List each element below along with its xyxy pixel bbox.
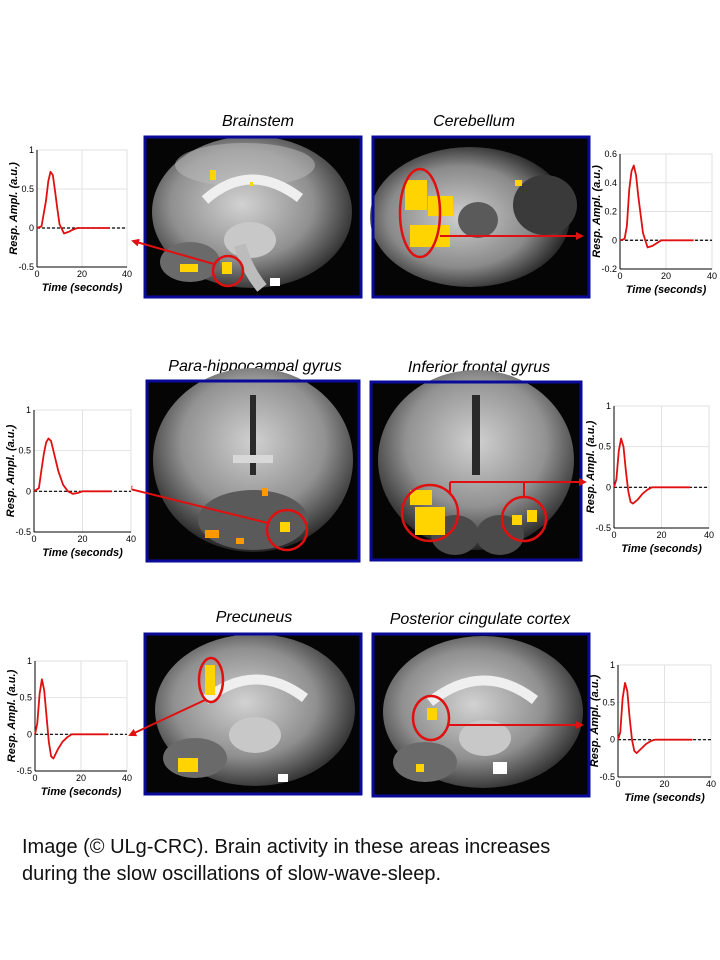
response-curve-line (617, 682, 693, 754)
y-axis-label: Resp. Ampl. (a.u.) (591, 165, 603, 258)
x-tick-label: 0 (617, 271, 622, 281)
y-tick-label: -0.5 (599, 772, 615, 782)
x-axis-label: Time (seconds) (624, 792, 705, 804)
x-tick-label: 20 (661, 271, 671, 281)
caption-line: during the slow oscillations of slow-wav… (22, 863, 442, 885)
highlight-ellipse (211, 254, 245, 288)
x-tick-label: 40 (704, 530, 714, 540)
y-axis-label: Resp. Ampl. (a.u.) (5, 424, 17, 517)
brain-scan-parahippocampal (145, 368, 361, 563)
brain-scan-brainstem (143, 135, 363, 299)
y-axis-label: Resp. Ampl. (a.u.) (585, 420, 597, 513)
x-tick-label: 40 (707, 271, 717, 281)
y-axis-label: Resp. Ampl. (a.u.) (6, 669, 18, 762)
y-tick-label: -0.5 (595, 523, 611, 533)
y-tick-label: -0.5 (16, 766, 32, 776)
response-curve-line (34, 678, 109, 760)
y-tick-label: 0.6 (604, 149, 617, 159)
x-tick-label: 40 (126, 534, 136, 544)
x-tick-label: 20 (77, 534, 87, 544)
x-tick-label: 20 (76, 773, 86, 783)
brain-scan-posterior-cingulate (371, 632, 591, 798)
y-tick-label: 0.5 (598, 442, 611, 452)
y-axis-label: Resp. Ampl. (a.u.) (8, 162, 20, 255)
y-tick-label: 0.5 (602, 697, 615, 707)
y-tick-label: 0.5 (18, 446, 31, 456)
region-title: Para-hippocampal gyrus (168, 358, 341, 375)
y-tick-label: 1 (27, 656, 32, 666)
x-tick-label: 20 (77, 269, 87, 279)
figure-caption: Image (© ULg-CRC). Brain activity in the… (22, 834, 702, 888)
y-tick-label: -0.2 (601, 264, 617, 274)
y-tick-label: 0 (606, 482, 611, 492)
brain-scan-precuneus (143, 632, 363, 796)
y-tick-label: -0.5 (18, 262, 34, 272)
highlight-ellipse (411, 694, 451, 742)
highlight-ellipse (197, 656, 225, 704)
y-tick-label: 1 (610, 660, 615, 670)
x-tick-label: 0 (31, 534, 36, 544)
y-tick-label: -0.5 (15, 527, 31, 537)
connector-arrow (128, 699, 206, 737)
brain-scan-cerebellum (370, 135, 591, 299)
x-axis-label: Time (seconds) (41, 786, 122, 798)
y-tick-label: 0 (26, 486, 31, 496)
x-axis-label: Time (seconds) (42, 547, 123, 559)
x-tick-label: 0 (34, 269, 39, 279)
y-tick-label: 0 (29, 223, 34, 233)
y-axis-label: Resp. Ampl. (a.u.) (589, 674, 601, 767)
region-title: Brainstem (222, 113, 294, 130)
connector-arrow (131, 238, 215, 265)
x-tick-label: 40 (122, 269, 132, 279)
y-tick-label: 0.5 (19, 693, 32, 703)
y-tick-label: 0.5 (21, 184, 34, 194)
connector-arrow (124, 485, 269, 524)
caption-line: Image (© ULg-CRC). Brain activity in the… (22, 836, 551, 858)
x-tick-label: 40 (122, 773, 132, 783)
response-curve-line (613, 437, 690, 505)
response-curve-line (619, 164, 694, 249)
region-title: Posterior cingulate cortex (390, 611, 572, 628)
x-axis-label: Time (seconds) (621, 543, 702, 555)
response-curve-line (33, 437, 112, 495)
x-tick-label: 0 (611, 530, 616, 540)
region-title: Inferior frontal gyrus (408, 359, 550, 376)
highlight-ellipse (398, 167, 442, 259)
x-axis-label: Time (seconds) (626, 284, 707, 296)
region-title: Cerebellum (433, 113, 515, 130)
y-tick-label: 1 (29, 145, 34, 155)
y-tick-label: 1 (26, 405, 31, 415)
response-curve-line (36, 170, 109, 235)
region-title: Precuneus (216, 609, 293, 626)
y-tick-label: 0 (612, 235, 617, 245)
brain-scan-inferior-frontal (369, 370, 583, 562)
y-tick-label: 0.2 (604, 207, 617, 217)
x-axis-label: Time (seconds) (42, 282, 123, 294)
x-tick-label: 0 (615, 779, 620, 789)
y-tick-label: 0.4 (604, 178, 617, 188)
x-tick-label: 20 (659, 779, 669, 789)
y-tick-label: 0 (610, 735, 615, 745)
x-tick-label: 20 (656, 530, 666, 540)
y-tick-label: 1 (606, 401, 611, 411)
highlight-ellipse (400, 483, 460, 543)
y-tick-label: 0 (27, 729, 32, 739)
figure-canvas: Brainstem Cerebellum Para-hippocampal gy… (5, 113, 717, 804)
x-tick-label: 0 (32, 773, 37, 783)
highlight-ellipse (265, 508, 309, 552)
x-tick-label: 40 (706, 779, 716, 789)
